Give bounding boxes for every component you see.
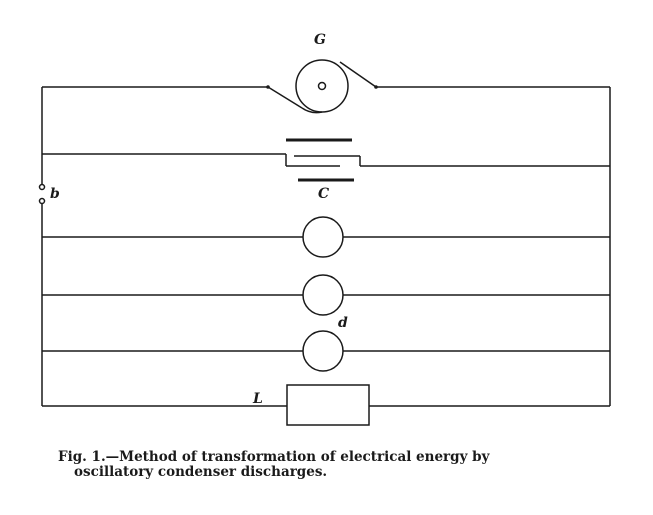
condenser-branch: [42, 138, 610, 182]
lamp-label: d: [338, 315, 348, 331]
lamp-branch-1: [42, 216, 610, 258]
lamp-branch-3: [42, 330, 610, 372]
lamp-branch-2: [42, 274, 610, 316]
generator-label: G: [314, 32, 326, 48]
load-resistor: [286, 384, 370, 426]
condenser-label: C: [318, 186, 329, 202]
lamp-3: [302, 330, 344, 372]
generator-branch: [42, 59, 610, 114]
caption-line-2: oscillatory condenser discharges.: [74, 464, 328, 480]
caption-line-1: Fig. 1.—Method of transformation of elec…: [58, 449, 490, 465]
load-label: L: [252, 391, 263, 407]
spark-gap-lower-terminal: [38, 197, 46, 205]
load-branch: [42, 384, 610, 426]
spark-gap-label: b: [50, 186, 60, 202]
spark-gap-upper-terminal: [38, 183, 46, 191]
figure-caption: Fig. 1.—Method of transformation of elec…: [58, 450, 618, 480]
generator-rotor: [295, 59, 349, 113]
lamp-1: [302, 216, 344, 258]
lamp-2: [302, 274, 344, 316]
generator-shaft: [317, 81, 327, 91]
